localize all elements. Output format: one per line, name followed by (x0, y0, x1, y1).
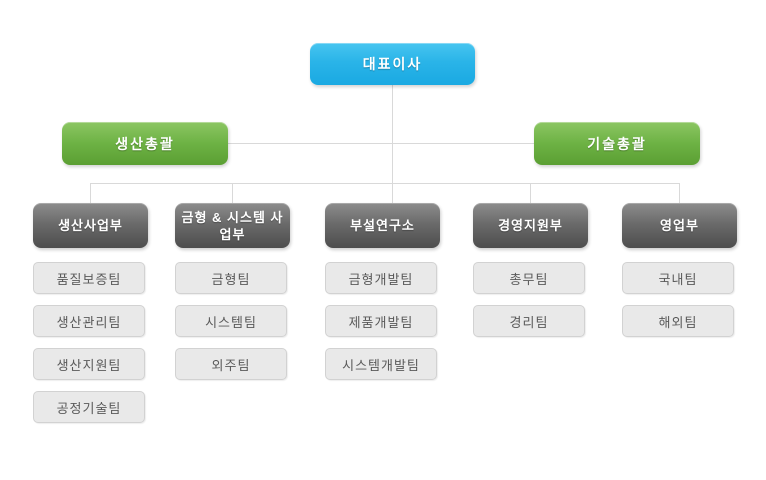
dept-node: 금형 & 시스템 사업부 (175, 203, 290, 248)
team-node: 제품개발팀 (325, 305, 437, 337)
team-node: 금형개발팀 (325, 262, 437, 294)
connector-executives-horizontal (228, 143, 534, 144)
team-node: 생산지원팀 (33, 348, 145, 380)
team-label: 제품개발팀 (348, 314, 414, 330)
team-node: 경리팀 (473, 305, 585, 337)
exec-production-label: 생산총괄 (115, 135, 175, 152)
connector-ceo-vertical (392, 85, 393, 203)
team-label: 생산지원팀 (56, 357, 122, 373)
dept-label: 부설연구소 (350, 218, 415, 233)
team-label: 해외팀 (658, 314, 698, 330)
exec-node-technology: 기술총괄 (534, 122, 700, 165)
team-label: 생산관리팀 (56, 314, 122, 330)
dept-label: 생산사업부 (58, 218, 123, 233)
exec-node-production: 생산총괄 (62, 122, 228, 165)
team-label: 금형개발팀 (348, 271, 414, 287)
team-label: 경리팀 (509, 314, 549, 330)
team-label: 금형팀 (211, 271, 251, 287)
team-label: 총무팀 (509, 271, 549, 287)
dept-label: 영업부 (660, 218, 699, 233)
connector-dept5-tick (679, 183, 680, 203)
dept-column-sales: 영업부 국내팀 해외팀 (622, 203, 737, 337)
team-node: 총무팀 (473, 262, 585, 294)
exec-technology-label: 기술총괄 (587, 135, 647, 152)
dept-column-research: 부설연구소 금형개발팀 제품개발팀 시스템개발팀 (325, 203, 440, 380)
team-label: 시스템팀 (205, 314, 257, 330)
dept-column-production: 생산사업부 품질보증팀 생산관리팀 생산지원팀 공정기술팀 (33, 203, 148, 423)
dept-node: 영업부 (622, 203, 737, 248)
dept-label: 경영지원부 (498, 218, 563, 233)
team-node: 국내팀 (622, 262, 734, 294)
ceo-node: 대표이사 (310, 43, 475, 85)
team-node: 공정기술팀 (33, 391, 145, 423)
team-label: 시스템개발팀 (342, 357, 420, 373)
ceo-label: 대표이사 (362, 56, 423, 72)
team-node: 시스템팀 (175, 305, 287, 337)
connector-dept1-tick (90, 183, 91, 203)
team-node: 금형팀 (175, 262, 287, 294)
team-label: 국내팀 (658, 271, 698, 287)
dept-node: 경영지원부 (473, 203, 588, 248)
connector-departments-horizontal (90, 183, 680, 184)
team-label: 외주팀 (211, 357, 251, 373)
dept-node: 생산사업부 (33, 203, 148, 248)
team-node: 생산관리팀 (33, 305, 145, 337)
dept-column-mold-system: 금형 & 시스템 사업부 금형팀 시스템팀 외주팀 (175, 203, 290, 380)
team-node: 시스템개발팀 (325, 348, 437, 380)
team-label: 품질보증팀 (56, 271, 122, 287)
dept-label: 금형 & 시스템 사업부 (181, 209, 284, 242)
team-node: 해외팀 (622, 305, 734, 337)
dept-column-management: 경영지원부 총무팀 경리팀 (473, 203, 588, 337)
team-node: 외주팀 (175, 348, 287, 380)
connector-dept2-tick (232, 183, 233, 203)
team-label: 공정기술팀 (56, 400, 122, 416)
connector-dept4-tick (530, 183, 531, 203)
team-node: 품질보증팀 (33, 262, 145, 294)
dept-node: 부설연구소 (325, 203, 440, 248)
